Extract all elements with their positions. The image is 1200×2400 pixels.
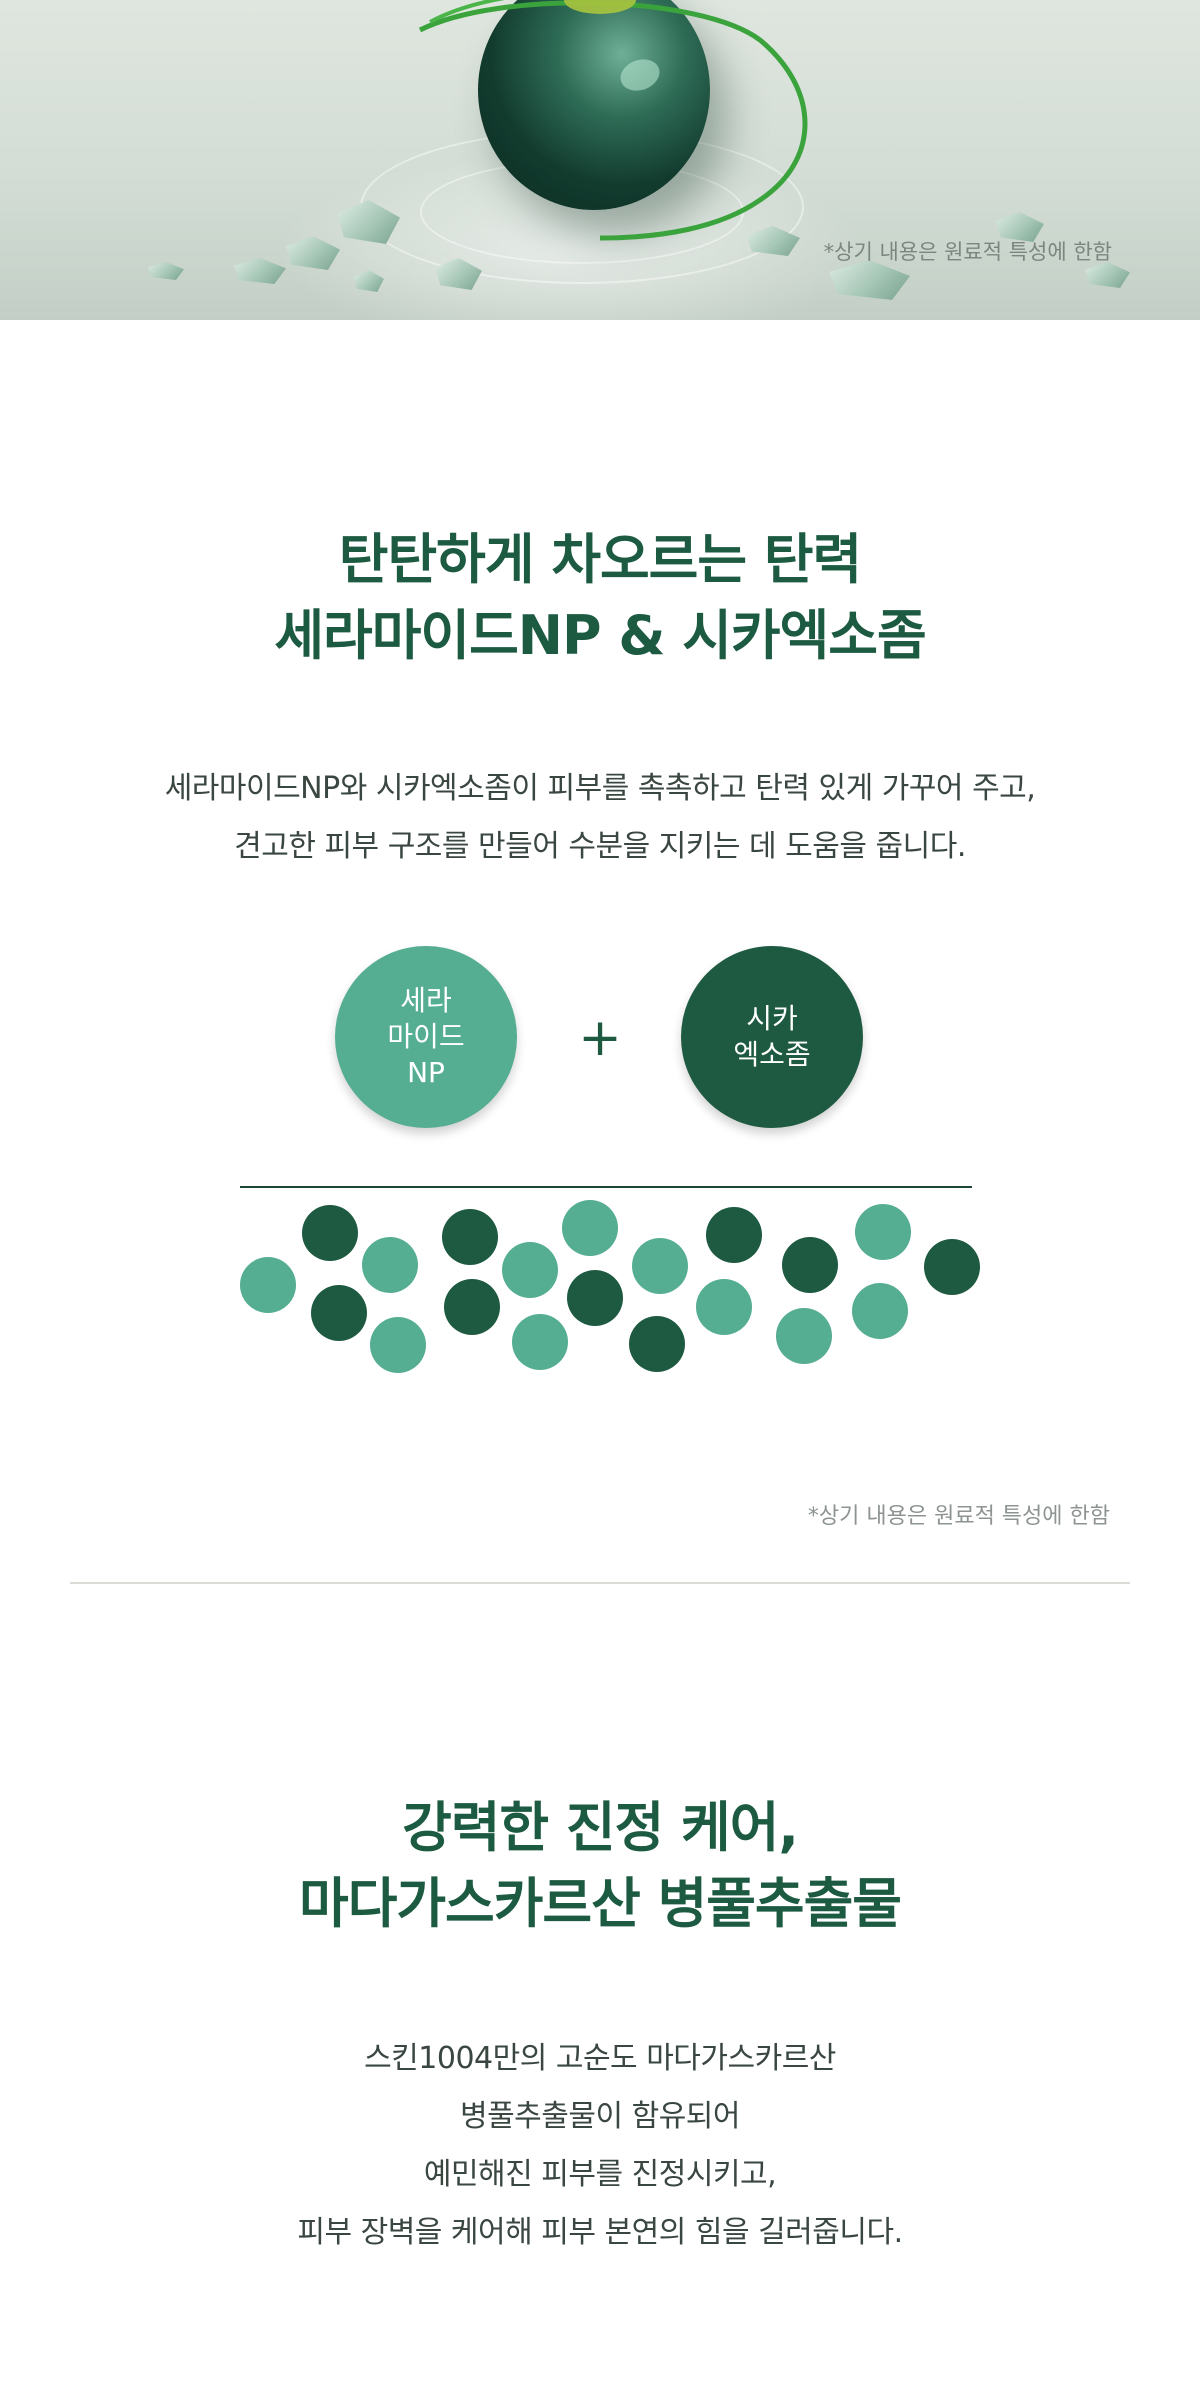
skin-cell-dark	[444, 1279, 500, 1335]
section-description-centella: 스킨1004만의 고순도 마다가스카르산 병풀추출물이 함유되어 예민해진 피부…	[0, 2030, 1200, 2262]
skin-cell-dark	[782, 1237, 838, 1293]
ingredient-label-line: 엑소좀	[733, 1038, 811, 1071]
description-line: 병풀추출물이 함유되어	[459, 2099, 741, 2134]
description-line: 스킨1004만의 고순도 마다가스카르산	[364, 2041, 836, 2076]
crystal-shard	[148, 262, 184, 280]
skin-cell-dark	[629, 1316, 685, 1372]
section-title-ceramide: 탄탄하게 차오르는 탄력 세라마이드NP & 시카엑소좀	[0, 522, 1200, 674]
description-line: 세라마이드NP와 시카엑소좀이 피부를 촉촉하고 탄력 있게 가꾸어 주고,	[164, 771, 1036, 806]
title-line: 강력한 진정 케어,	[402, 1796, 799, 1859]
skin-cell-light	[696, 1279, 752, 1335]
skin-cell-light	[852, 1283, 908, 1339]
skin-cell-dark	[706, 1207, 762, 1263]
hero-disclaimer-note: *상기 내용은 원료적 특성에 한함	[823, 240, 1112, 264]
disclaimer-note: *상기 내용은 원료적 특성에 한함	[807, 1504, 1110, 1529]
description-line: 견고한 피부 구조를 만들어 수분을 지키는 데 도움을 줍니다.	[234, 829, 966, 864]
hero-image: *상기 내용은 원료적 특성에 한함	[0, 0, 1200, 320]
section-description-ceramide: 세라마이드NP와 시카엑소좀이 피부를 촉촉하고 탄력 있게 가꾸어 주고, 견…	[0, 760, 1200, 876]
description-line: 예민해진 피부를 진정시키고,	[423, 2157, 777, 2192]
green-wire-decoration	[418, 0, 808, 241]
skin-surface-line	[240, 1186, 972, 1188]
ingredient-circle-ceramide-np: 세라 마이드 NP	[335, 946, 517, 1128]
ingredient-circle-cica-exosome: 시카 엑소좀	[681, 946, 863, 1128]
skin-cell-light	[562, 1200, 618, 1256]
skin-cell-light	[632, 1238, 688, 1294]
skin-cell-dark	[311, 1285, 367, 1341]
title-line: 세라마이드NP & 시카엑소좀	[274, 604, 926, 667]
ingredient-label-line: 시카	[746, 1002, 798, 1035]
skin-cell-light	[362, 1237, 418, 1293]
ingredient-label-line: NP	[407, 1056, 445, 1089]
title-line: 탄탄하게 차오르는 탄력	[338, 528, 862, 591]
crystal-orb	[478, 0, 710, 210]
plus-sign: +	[578, 1008, 622, 1068]
skin-cell-light	[502, 1242, 558, 1298]
skin-cell-dark	[567, 1270, 623, 1326]
skin-cell-dark	[924, 1239, 980, 1295]
skin-cell-light	[240, 1257, 296, 1313]
ingredient-label-line: 세라	[400, 984, 452, 1017]
skin-cell-light	[370, 1317, 426, 1373]
skin-cell-light	[512, 1314, 568, 1370]
skin-cell-light	[855, 1204, 911, 1260]
skin-cell-dark	[442, 1209, 498, 1265]
title-line: 마다가스카르산 병풀추출물	[299, 1872, 902, 1935]
skin-cell-light	[776, 1308, 832, 1364]
section-divider	[70, 1582, 1130, 1584]
ingredient-label-line: 마이드	[387, 1020, 465, 1053]
section-title-centella: 강력한 진정 케어, 마다가스카르산 병풀추출물	[0, 1790, 1200, 1942]
description-line: 피부 장벽을 케어해 피부 본연의 힘을 길러줍니다.	[297, 2215, 903, 2250]
skin-cell-dark	[302, 1205, 358, 1261]
crystal-shard	[353, 270, 384, 292]
